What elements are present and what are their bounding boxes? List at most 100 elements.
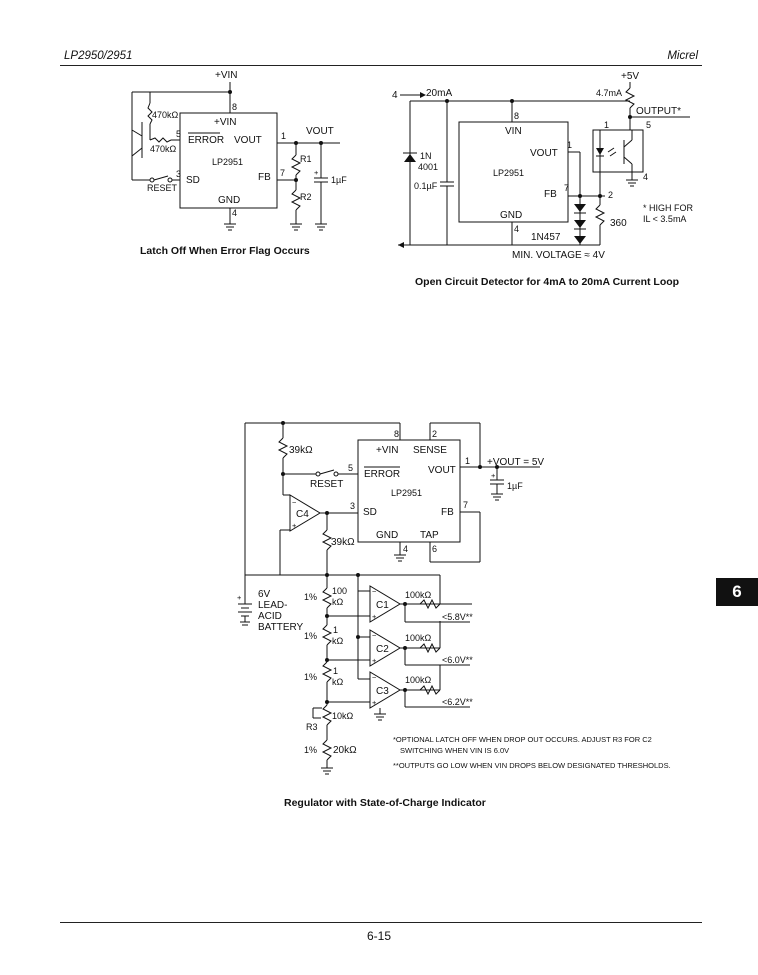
f3-th3: <6.2V**: [442, 697, 473, 707]
f3-c3: [369, 671, 401, 709]
svg-text:+: +: [372, 612, 377, 621]
f3-chip-fb: FB: [441, 507, 454, 518]
f3-battery3: ACID: [258, 611, 282, 622]
f2-opto-pin4: 4: [643, 172, 648, 182]
f3-r1a: 1: [333, 625, 338, 635]
f3-reset: RESET: [310, 479, 343, 490]
f2-note2: IL < 3.5mA: [643, 214, 686, 224]
f2-in-label: 4: [392, 90, 398, 101]
f3-pct2: 1%: [304, 631, 317, 641]
f2-diode1: 1N: [420, 151, 432, 161]
svg-text:−: −: [292, 498, 297, 507]
f1-pin1: 1: [281, 131, 286, 141]
f1-pin4: 4: [232, 208, 237, 218]
f3-th1: <5.8V**: [442, 612, 473, 622]
f3-pin3: 3: [350, 501, 355, 511]
f2-note1: * HIGH FOR: [643, 203, 694, 213]
header-part-number: LP2950/2951: [64, 50, 133, 62]
f3-chip: [357, 439, 461, 543]
f3-pin4: 4: [403, 544, 408, 554]
f2-output: OUTPUT*: [636, 106, 681, 117]
f2-minv: MIN. VOLTAGE ≈ 4V: [512, 250, 605, 261]
figure-latch-off: +VIN 8 +VIN ERROR VOUT LP2951 SD FB GND …: [131, 70, 347, 257]
f2-optocoupler: [592, 129, 644, 173]
f3-pin8: 8: [394, 429, 399, 439]
f2-current: 20mA: [426, 88, 452, 99]
f3-vout: +VOUT = 5V: [487, 457, 544, 468]
page-number: 6-15: [366, 929, 392, 943]
f3-fb2: 100kΩ: [405, 633, 432, 643]
f2-chip-vout: VOUT: [530, 148, 558, 159]
f3-r1b: 1: [333, 666, 338, 676]
f1-pin8: 8: [232, 102, 237, 112]
f1-cap: 1µF: [331, 175, 347, 185]
f3-fb1: 100kΩ: [405, 590, 432, 600]
f2-i47: 4.7mA: [596, 88, 622, 98]
f2-chip-name: LP2951: [493, 168, 524, 178]
f3-chip-sense: SENSE: [413, 445, 447, 456]
header-rule: [60, 65, 702, 66]
f3-r39b: 39kΩ: [331, 537, 355, 548]
f3-c2-label: C2: [376, 644, 389, 655]
f3-chip-vout: VOUT: [428, 465, 456, 476]
f3-note3: **OUTPUTS GO LOW WHEN VIN DROPS BELOW DE…: [393, 761, 671, 770]
svg-text:+: +: [314, 168, 319, 177]
f3-rk: kΩ: [332, 597, 344, 607]
f1-chip-vin: +VIN: [214, 117, 237, 128]
f3-pin5: 5: [348, 463, 353, 473]
f1-chip-vout: VOUT: [234, 135, 262, 146]
f1-vout-label: VOUT: [306, 126, 334, 137]
f2-opto-pin5: 5: [646, 120, 651, 130]
f3-r39a: 39kΩ: [289, 445, 313, 456]
f2-diode1b: 4001: [418, 162, 438, 172]
f3-c1: [369, 585, 401, 623]
f1-reset: RESET: [147, 183, 178, 193]
f3-note2: SWITCHING WHEN VIN IS 6.0V: [400, 746, 509, 755]
f3-c3-label: C3: [376, 686, 389, 697]
svg-text:−: −: [372, 631, 377, 640]
f3-chip-error: ERROR: [364, 469, 400, 480]
header-company: Micrel: [667, 50, 698, 62]
svg-text:+: +: [491, 471, 496, 480]
f3-c4-label: C4: [296, 509, 309, 520]
f2-caption: Open Circuit Detector for 4mA to 20mA Cu…: [415, 276, 679, 288]
f2-res: 360: [610, 218, 627, 229]
f3-pct1: 1%: [304, 592, 317, 602]
svg-text:−: −: [372, 587, 377, 596]
f3-r1bk: kΩ: [332, 677, 344, 687]
f3-r1ak: kΩ: [332, 636, 344, 646]
svg-text:+: +: [237, 593, 242, 602]
svg-text:−: −: [372, 673, 377, 682]
f2-chip-fb: FB: [544, 189, 557, 200]
f2-pin7: 7: [564, 183, 569, 193]
svg-text:+: +: [372, 698, 377, 707]
f1-caption: Latch Off When Error Flag Occurs: [140, 245, 310, 257]
f3-pin6: 6: [432, 544, 437, 554]
f1-r1: R1: [300, 154, 312, 164]
footer-rule: [60, 922, 702, 923]
f3-cap: 1µF: [507, 481, 523, 491]
f3-chip-vin: +VIN: [376, 445, 399, 456]
f2-diodes: 1N457: [531, 232, 561, 243]
f3-c2: [369, 629, 401, 667]
f2-opto-pin1: 1: [604, 120, 609, 130]
f2-cap: 0.1µF: [414, 181, 438, 191]
f1-pin3: 3: [176, 169, 181, 179]
f1-chip-gnd: GND: [218, 195, 240, 206]
f3-battery2: LEAD-: [258, 600, 287, 611]
f3-c4: [289, 494, 321, 532]
f3-pct4: 1%: [304, 745, 317, 755]
f3-note1: *OPTIONAL LATCH OFF WHEN DROP OUT OCCURS…: [393, 735, 652, 744]
svg-text:+: +: [372, 656, 377, 665]
f1-chip-name: LP2951: [212, 157, 243, 167]
f1-chip-sd: SD: [186, 175, 200, 186]
f3-r100: 100: [332, 586, 347, 596]
f3-r20k: 20kΩ: [333, 745, 357, 756]
f3-chip-sd: SD: [363, 507, 377, 518]
f2-chip-gnd: GND: [500, 210, 522, 221]
f3-chip-tap: TAP: [420, 530, 439, 541]
f2-pin1: 1: [567, 140, 572, 150]
f2-plus5: +5V: [621, 71, 639, 82]
f3-chip-name: LP2951: [391, 488, 422, 498]
